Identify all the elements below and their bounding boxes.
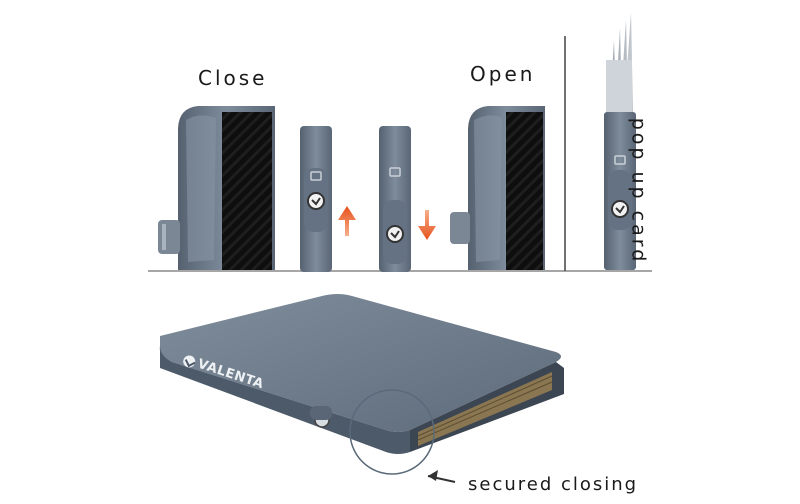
slider-closed [300,126,332,272]
slider-open [379,126,411,272]
popup-card-label: pop up card [627,117,650,265]
secured-closing-label: secured closing [468,474,639,495]
arrow-up-icon [338,206,356,236]
arrow-down-icon [418,210,436,240]
brand-icon [181,353,197,369]
popup-cards [604,12,636,270]
highlight-circle [349,389,435,475]
close-wallet-corner [158,106,275,270]
close-label: Close [198,66,268,90]
open-label: Open [470,62,536,86]
wallet-perspective [159,294,564,454]
open-wallet-corner [450,106,545,270]
